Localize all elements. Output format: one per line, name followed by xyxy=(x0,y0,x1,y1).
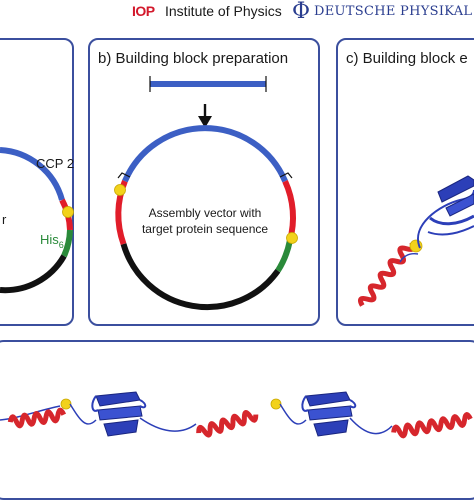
helix-d1 xyxy=(7,407,67,429)
vector-a-blue-segment xyxy=(0,147,65,201)
down-arrow-icon xyxy=(198,116,212,128)
his-label: His6 xyxy=(40,232,64,250)
dpg-logo: Φ xyxy=(292,0,311,24)
panel-c-title: c) Building block e xyxy=(346,50,468,67)
vector-label-line2: target protein sequence xyxy=(142,222,268,236)
beta-strand-d1c xyxy=(103,419,139,437)
chain-linker-3 xyxy=(139,417,197,432)
panel-b-diagram: Assembly vector with target protein sequ… xyxy=(114,76,298,311)
vector-a-black-segment xyxy=(0,254,67,294)
beta-strand-c1 xyxy=(437,175,474,203)
restriction-site-b-right xyxy=(286,232,298,244)
chain-linker-4 xyxy=(279,403,307,425)
loop-d1 xyxy=(91,395,147,412)
chain-linker-2 xyxy=(69,403,97,425)
beta-strand-d1a xyxy=(95,391,141,407)
vector-b-black-segment xyxy=(120,243,281,311)
diagram-canvas: CCP 2 His6 r Assembly vector with target… xyxy=(0,76,474,439)
panel-a-vector: CCP 2 His6 r xyxy=(0,147,74,294)
beta-sheet-c xyxy=(427,175,474,236)
vector-b-blue-segment xyxy=(122,125,288,183)
beta-strand-c2 xyxy=(445,193,474,217)
helix-d2 xyxy=(196,410,259,438)
beta-sheet-d2 xyxy=(301,391,357,437)
vector-a-green-segment xyxy=(61,229,73,258)
chain-linker-1 xyxy=(0,405,61,421)
vector-label-line1: Assembly vector with xyxy=(149,206,262,220)
loop-c2 xyxy=(427,225,474,236)
linker-c xyxy=(399,252,419,263)
panel-a xyxy=(0,38,74,326)
helix-c xyxy=(357,241,416,307)
cut-site-right-bracket xyxy=(279,172,293,179)
helix-c-ribbon xyxy=(357,241,416,307)
panel-c: c) Building block e xyxy=(336,38,474,326)
iop-logo: IOP xyxy=(132,3,155,19)
partial-label: r xyxy=(2,212,7,227)
beta-strand-d2a xyxy=(305,391,351,407)
chain-linker-5 xyxy=(349,417,393,435)
cut-site-left-bracket xyxy=(117,172,131,179)
restriction-site-b-left xyxy=(114,184,126,196)
iop-name: Institute of Physics xyxy=(165,3,282,19)
vector-b-green-segment xyxy=(275,240,293,273)
beta-strand-c3 xyxy=(429,214,474,226)
loop-d2 xyxy=(301,395,357,412)
beta-strand-d2c xyxy=(313,419,349,437)
vector-b-red-segment xyxy=(282,179,297,242)
restriction-site-d2 xyxy=(270,398,282,410)
restriction-site-a xyxy=(62,206,74,218)
dpg-name: DEUTSCHE PHYSIKAL xyxy=(314,4,473,19)
panel-b-title: b) Building block preparation xyxy=(98,50,289,67)
header: IOP Institute of Physics Φ DEUTSCHE PHYS… xyxy=(0,0,474,28)
helix-d3 xyxy=(391,412,473,439)
beta-strand-d2b xyxy=(307,405,353,421)
panel-d-chain xyxy=(0,391,473,439)
restriction-site-d1 xyxy=(60,398,72,410)
ccp2-label: CCP 2 xyxy=(36,156,74,171)
beta-strand-d1b xyxy=(97,405,143,421)
beta-sheet-d1 xyxy=(91,391,147,437)
panel-c-structure xyxy=(357,175,474,307)
